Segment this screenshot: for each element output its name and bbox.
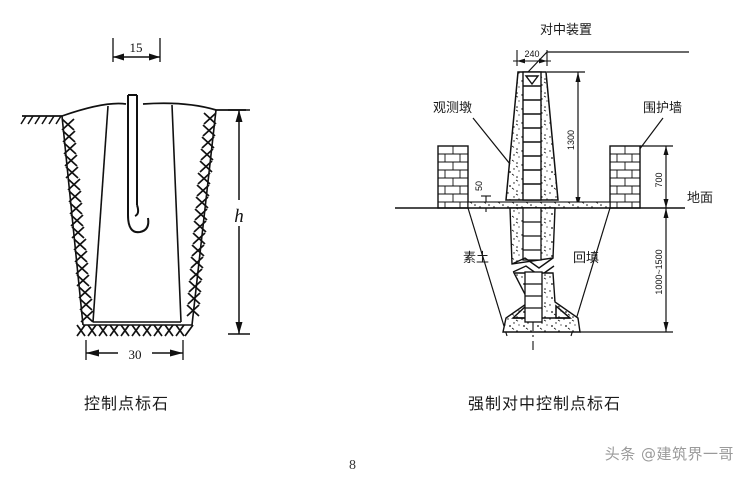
earth-hatching-bottom	[76, 324, 194, 337]
label-enclosure-wall: 围护墙	[643, 101, 682, 116]
caption-control-point-marker: 控制点标石	[84, 394, 170, 413]
dimension-label-700: 700	[654, 172, 664, 187]
leader-enclosure-wall	[638, 117, 664, 151]
dimension-depth-h: h	[228, 109, 250, 335]
dimension-label-h: h	[234, 206, 244, 227]
earth-hatching-right	[186, 112, 217, 317]
marker-stone-body	[92, 104, 182, 323]
pillar-shaft-below-ground-upper	[509, 207, 556, 265]
dimension-bottom-width-30: 30	[85, 340, 184, 363]
forced-centering-marker-drawing: 对中装置 240	[395, 23, 713, 350]
figure-forced-centering-marker: 对中装置 240	[395, 0, 748, 380]
dimension-label-1300: 1300	[566, 130, 576, 150]
dimension-label-240: 240	[524, 49, 539, 59]
label-backfill: 回填	[573, 251, 599, 266]
marker-top-surface	[61, 102, 217, 117]
dimension-wall-height-700: 700	[640, 145, 673, 208]
ground-line-left	[20, 115, 62, 125]
label-observation-pillar: 观测墩	[433, 101, 472, 116]
control-point-marker-drawing: 15	[20, 38, 250, 363]
figure-control-point-marker: 15	[0, 0, 300, 380]
leader-centering-device	[527, 51, 689, 73]
dimension-label-15: 15	[130, 40, 143, 55]
rebar-cage-upper	[522, 71, 542, 201]
leader-observation-pillar	[472, 117, 511, 165]
dimension-pillar-height-1300: 1300	[547, 71, 585, 207]
ground-slab	[467, 201, 611, 209]
dimension-foundation-depth: 1000~1500	[580, 208, 673, 333]
earth-hatching-left	[61, 118, 94, 323]
dimension-top-width-15: 15	[112, 38, 161, 62]
brick-wall-right	[609, 145, 641, 209]
label-plain-soil: 素土	[463, 251, 489, 266]
brick-wall-left	[437, 145, 469, 209]
caption-forced-centering-marker: 强制对中控制点标石	[468, 394, 622, 413]
dimension-pillar-top-240: 240	[513, 49, 551, 66]
page-number: 8	[349, 458, 356, 473]
break-line	[511, 257, 555, 277]
rebar-cage-lower	[524, 271, 543, 323]
label-ground-surface: 地面	[687, 191, 713, 206]
dimension-label-1000-1500: 1000~1500	[654, 249, 664, 294]
label-centering-device: 对中装置	[540, 23, 592, 38]
dimension-label-50: 50	[474, 181, 484, 191]
dimension-label-30: 30	[129, 347, 142, 362]
hook-rebar	[127, 94, 150, 234]
watermark-text: 头条 @建筑界一哥	[604, 445, 734, 463]
excavation-outline	[467, 207, 611, 337]
